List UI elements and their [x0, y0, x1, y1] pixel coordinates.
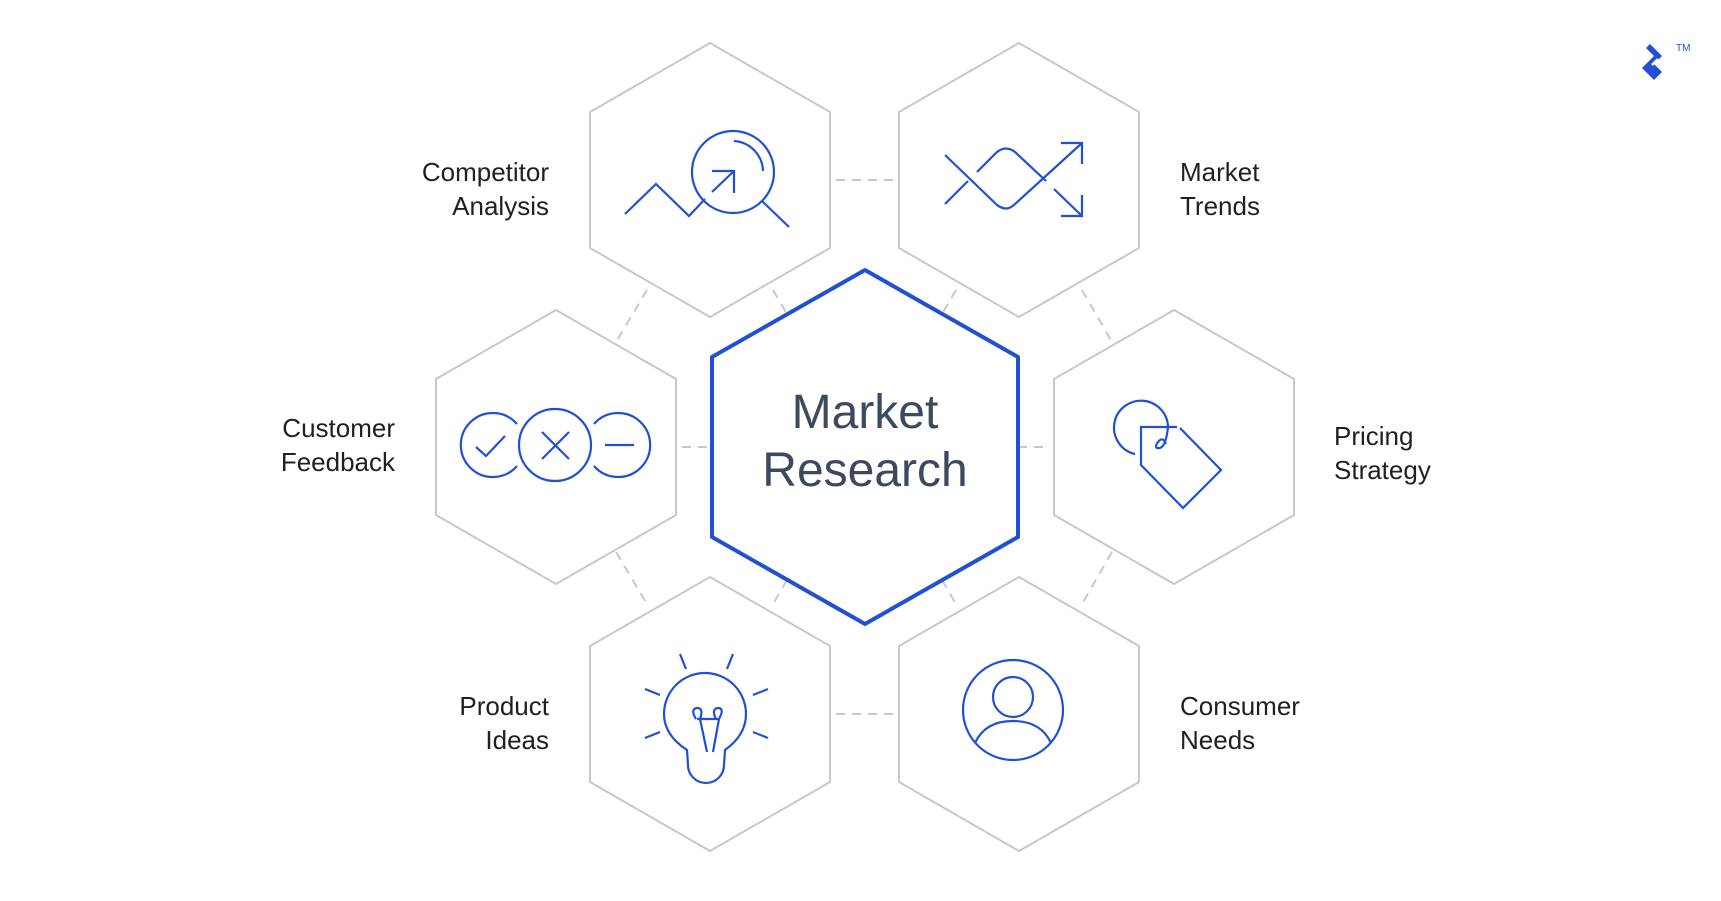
hex-competitor-analysis: [589, 42, 831, 318]
label-line: Ideas: [485, 725, 549, 755]
price-tag-icon: [1112, 399, 1223, 510]
connector-pricing-consumer: [1081, 551, 1113, 605]
connector-competitor-center: [772, 289, 788, 315]
label-market-trends: Market Trends: [1180, 155, 1260, 223]
label-customer-feedback: Customer Feedback: [281, 411, 395, 479]
label-consumer-needs: Consumer Needs: [1180, 689, 1300, 757]
label-pricing-strategy: Pricing Strategy: [1334, 419, 1431, 487]
connector-feedback-product: [615, 551, 648, 605]
hex-consumer-needs: [898, 576, 1140, 852]
hex-market-research: [710, 268, 1020, 626]
connector-trends-pricing: [1081, 289, 1113, 343]
label-line: Market: [1180, 157, 1260, 187]
center-title: Market Research: [711, 384, 1019, 500]
label-line: Competitor: [421, 157, 549, 187]
toptal-logo-icon: TM: [1642, 43, 1690, 80]
label-line: Needs: [1180, 725, 1256, 755]
label-line: Strategy: [1334, 455, 1431, 485]
center-title-line2: Research: [762, 444, 968, 497]
hex-market-trends: [898, 42, 1140, 318]
center-title-line1: Market: [791, 386, 939, 439]
label-product-ideas: Product Ideas: [459, 689, 549, 757]
user-circle-icon: [961, 658, 1065, 762]
lightbulb-icon: [644, 653, 769, 785]
hex-product-ideas: [589, 576, 831, 852]
chart-magnifier-icon: [624, 129, 790, 228]
label-line: Feedback: [280, 447, 395, 477]
crossing-arrows-icon: [944, 141, 1084, 218]
label-competitor-analysis: Competitor Analysis: [422, 155, 549, 223]
label-line: Customer: [282, 413, 395, 443]
hex-pricing-strategy: [1053, 309, 1295, 585]
trademark-mark: TM: [1676, 43, 1690, 54]
connector-center-product: [772, 579, 788, 605]
label-line: Pricing: [1334, 421, 1414, 451]
connector-center-consumer: [941, 579, 957, 605]
toptal-logo: TM: [1636, 38, 1696, 94]
label-line: Consumer: [1180, 691, 1300, 721]
connector-trends-center: [941, 289, 957, 315]
check-x-minus-icon: [459, 407, 652, 483]
connectors: [615, 179, 1113, 715]
label-line: Analysis: [452, 191, 549, 221]
label-line: Trends: [1180, 191, 1260, 221]
connector-competitor-feedback: [615, 289, 648, 343]
label-line: Product: [459, 691, 549, 721]
